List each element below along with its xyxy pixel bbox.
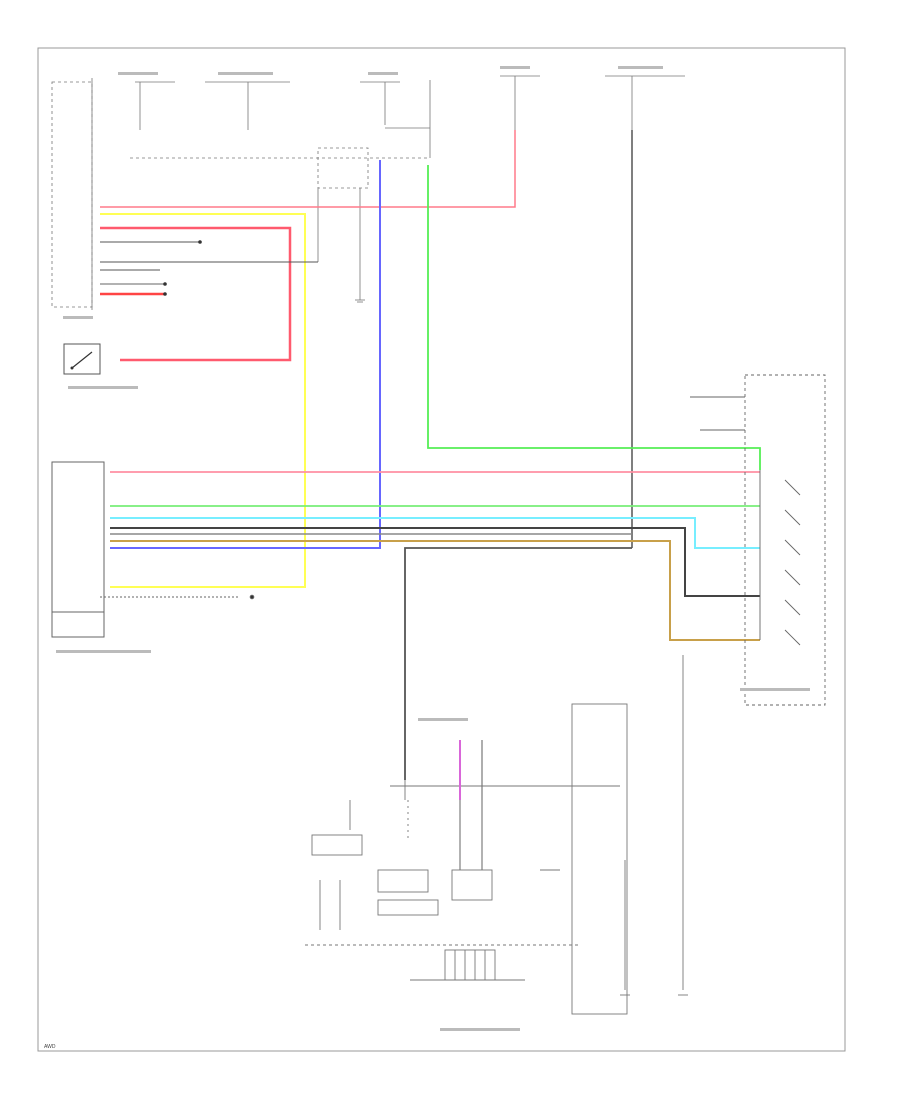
vertical-wires — [110, 160, 761, 780]
wire-red-upper — [100, 130, 516, 208]
bottom-module — [305, 655, 688, 1015]
wire-black-2 — [404, 547, 632, 780]
lower-left-module — [51, 461, 255, 638]
wire-blue — [110, 160, 381, 549]
switch-icon — [63, 343, 101, 375]
wire-cyan — [110, 517, 760, 549]
left-ecu-box — [51, 81, 93, 308]
relay-box — [317, 147, 369, 189]
right-switch-assembly — [690, 374, 826, 706]
diagram-border — [37, 47, 846, 1052]
left-connector-rows — [100, 130, 516, 588]
wire-green-upper — [427, 165, 761, 470]
wire-tan — [110, 540, 760, 641]
wire-red-lower — [100, 226, 292, 362]
power-feed-section — [51, 75, 685, 548]
wire-yellow — [100, 213, 306, 588]
wire-black-1 — [110, 527, 760, 597]
connector-dot — [198, 240, 202, 244]
connector-dot — [163, 282, 167, 286]
footer-mark: AWD — [44, 1044, 56, 1050]
faint-labels — [56, 66, 810, 1031]
connector-dot — [163, 292, 167, 296]
